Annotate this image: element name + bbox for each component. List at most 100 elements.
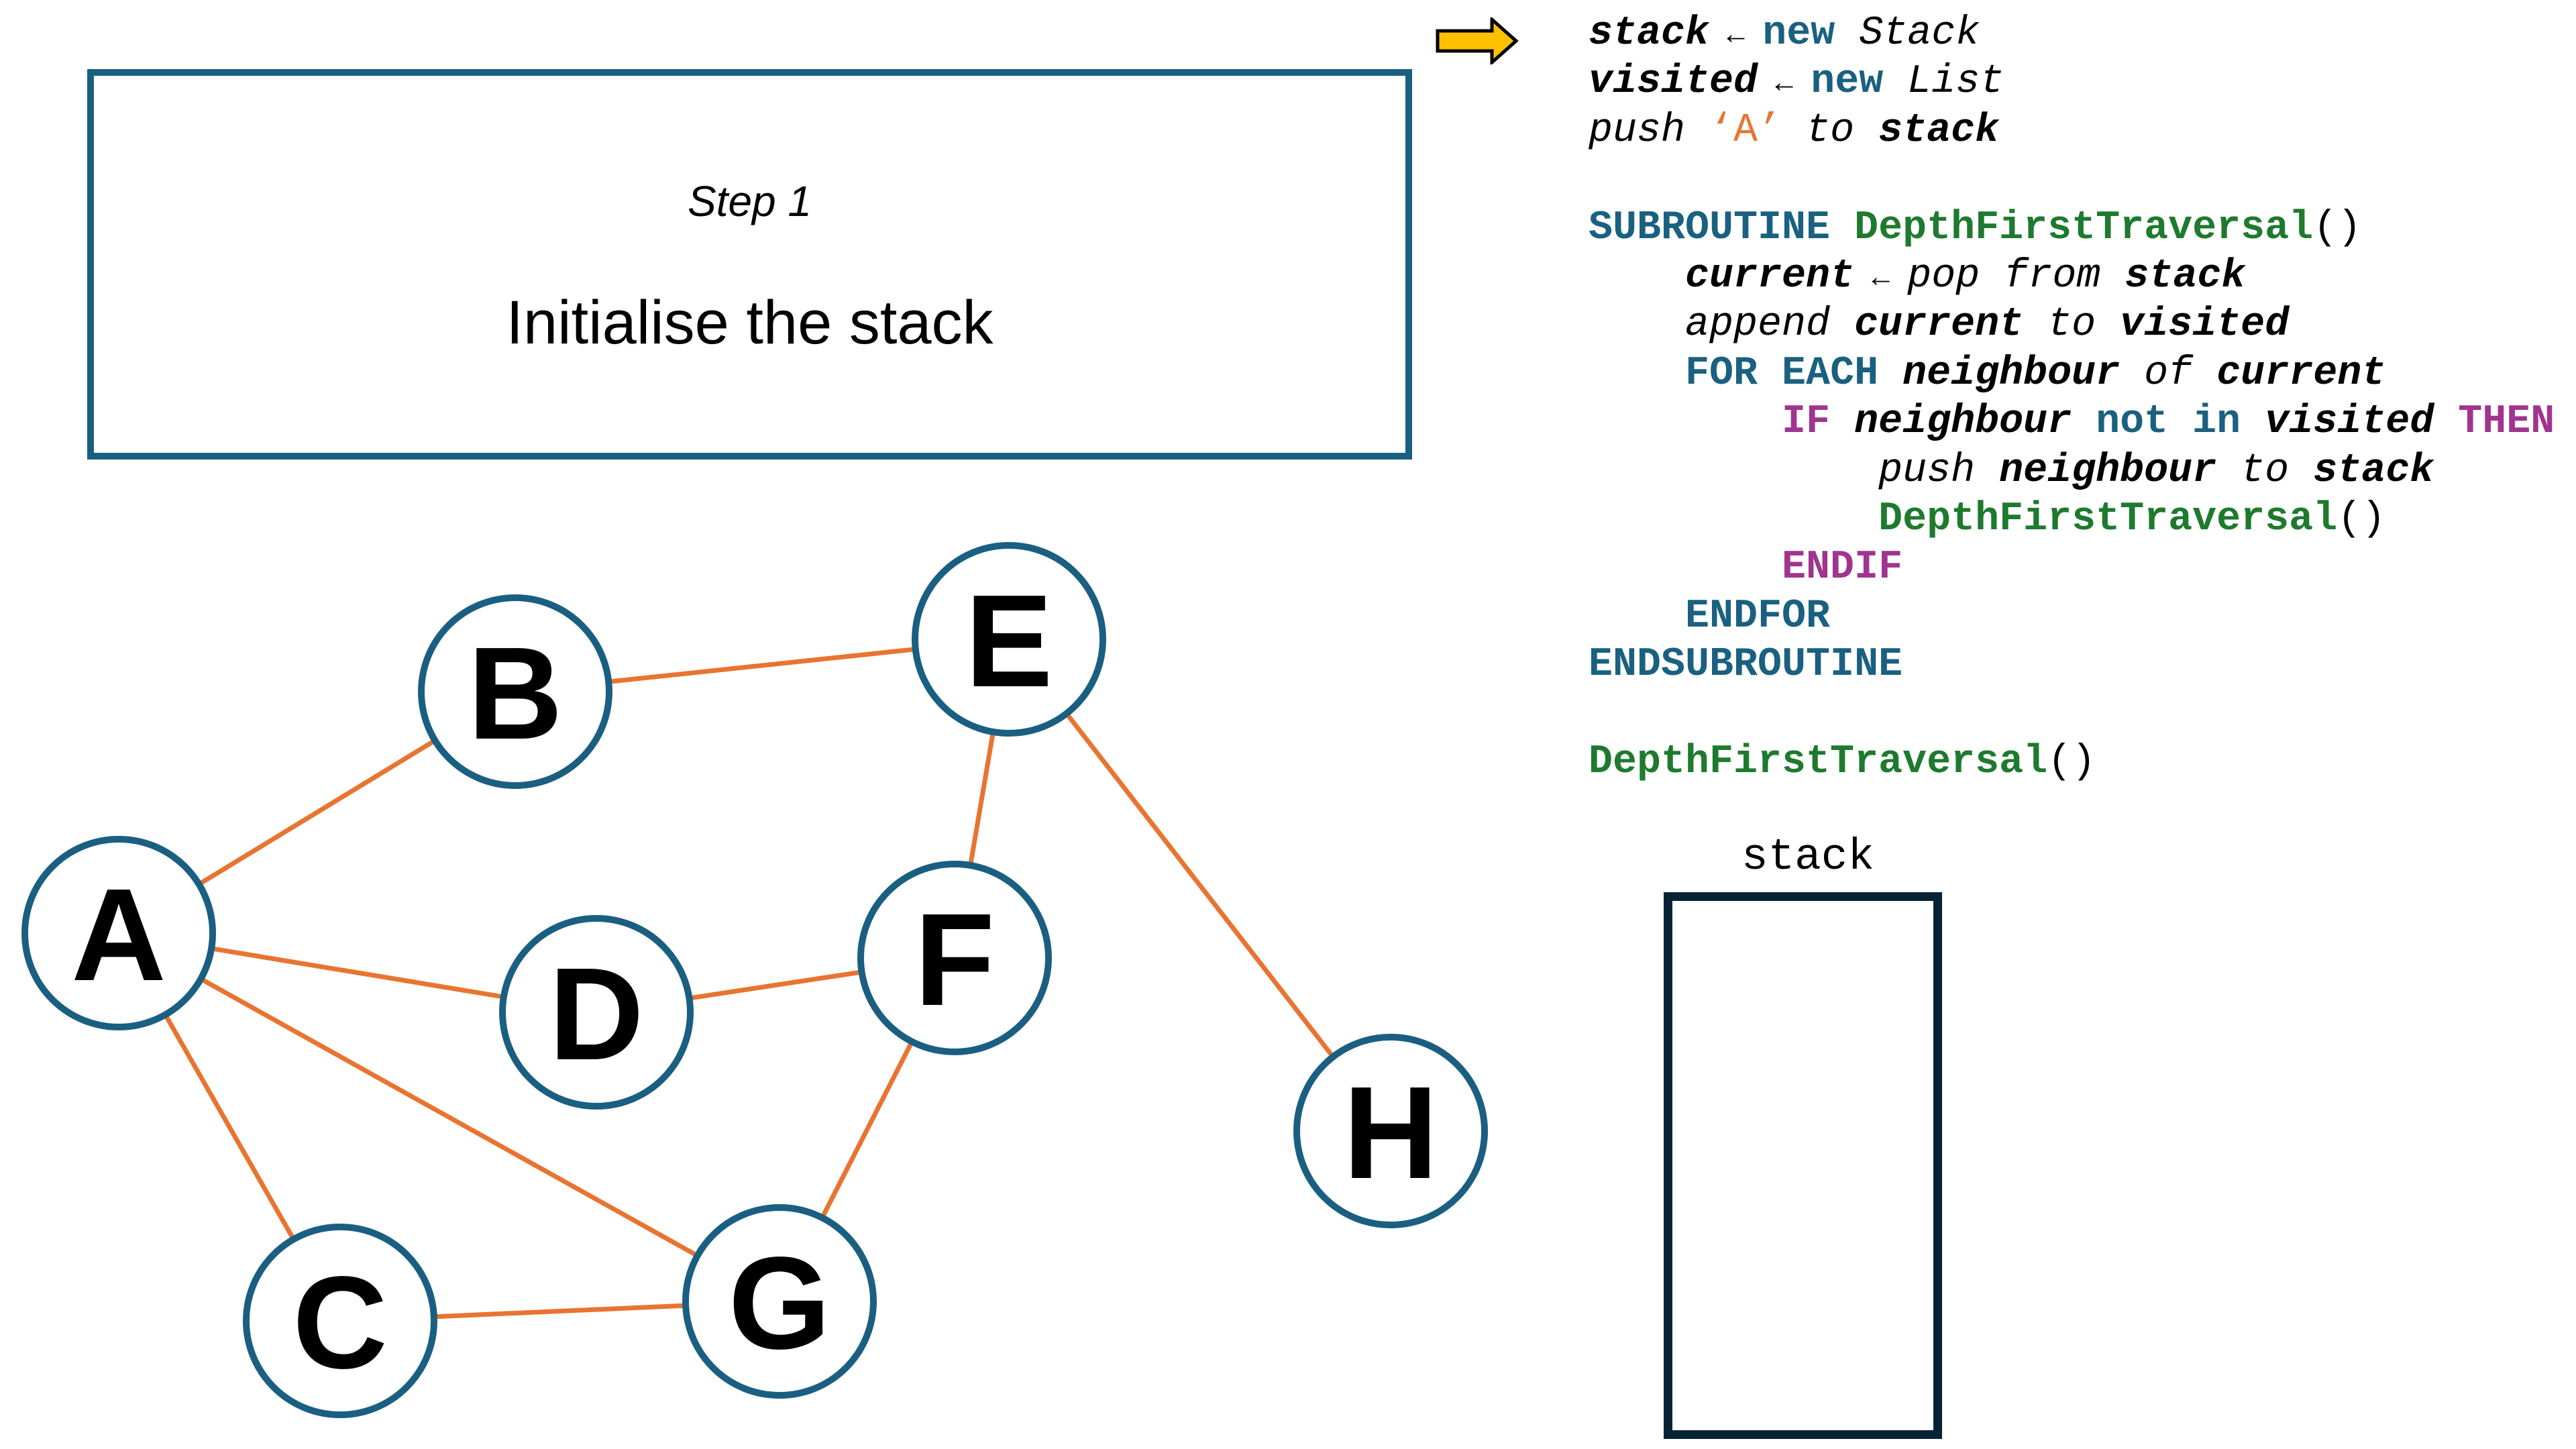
step-number: Step 1 [687,177,812,225]
code-token-ctl: THEN [2458,399,2555,445]
code-token-fn: DepthFirstTraversal [1589,739,2048,785]
node-H: H [1293,1034,1488,1228]
edge-A-G [117,930,781,1304]
code-token-plain [2072,399,2096,445]
code-token-fn: DepthFirstTraversal [1854,205,2314,251]
code-token-plain: () [2047,739,2096,785]
code-token-txt: push [1878,447,2000,494]
code-token-kw: SUBROUTINE [1589,205,1831,251]
code-line: SUBROUTINE DepthFirstTraversal() [1589,204,2555,252]
graph-diagram: A B C D E F G H [21,542,1488,1418]
node-circle [1293,1034,1488,1228]
stack-label: stack [1741,832,1875,882]
code-token-plain: () [2337,496,2386,542]
code-token-plain [2241,399,2265,445]
code-token-op: ← [1758,68,1811,102]
code-token-var: neighbour [1854,399,2072,445]
code-token-var: visited [2120,302,2290,348]
code-token-txt: push [1589,107,1710,154]
code-token-txt: to [2023,302,2121,348]
node-label: B [468,620,563,767]
stack-container [1664,892,1942,1439]
node-circle [418,594,612,789]
code-line: push ‘A’ to stack [1589,107,2555,155]
code-token-kw: new [1762,11,1835,56]
code-token-var: current [1854,302,2024,348]
step-description: Initialise the stack [506,288,994,357]
node-circle [21,836,216,1030]
code-line [1589,689,2555,737]
node-D: D [499,915,694,1110]
code-token-txt: of [2120,350,2217,396]
right-arrow-icon [1436,17,1519,64]
code-token-plain [1878,351,1902,396]
node-circle [682,1204,877,1399]
code-token-var: stack [2125,253,2246,299]
code-token-txt: to [2216,447,2314,494]
edge-E-H [1007,637,1393,1133]
code-token-var: stack [2313,447,2434,494]
code-token-kw: not in [2096,399,2241,445]
code-token-op: ← [1709,19,1763,53]
code-token-kw: ENDSUBROUTINE [1589,642,1903,688]
node-label: C [292,1249,388,1396]
code-token-fn: DepthFirstTraversal [1878,496,2338,542]
code-token-kw: FOR EACH [1685,350,1879,396]
code-token-plain [1830,205,1854,251]
node-circle [912,542,1106,737]
code-token-var: neighbour [1999,447,2217,494]
node-label: G [729,1230,830,1377]
code-line: ENDFOR [1589,592,2555,641]
code-line: ENDSUBROUTINE [1589,641,2555,689]
code-token-plain [1830,399,1854,445]
code-token-plain: () [2313,205,2362,251]
step-panel: Step 1 Initialise the stack [87,69,1412,460]
code-token-txt: append [1685,302,1855,348]
code-token-txt: List [1883,59,2004,105]
code-token-ctl: IF [1782,399,1831,445]
code-line: DepthFirstTraversal() [1589,738,2555,786]
node-circle [499,915,694,1110]
code-token-var: current [1685,253,1855,299]
node-C: C [243,1224,437,1418]
code-token-kw: ENDFOR [1685,593,1831,639]
node-label: E [965,568,1053,714]
graph-nodes: A B C D E F G H [21,542,1488,1418]
code-token-var: neighbour [1902,350,2121,396]
code-token-txt: to [1782,107,1879,154]
code-token-op: ← [1854,262,1908,296]
code-token-var: stack [1589,11,1710,56]
node-E: E [912,542,1106,737]
node-circle [857,861,1052,1055]
code-token-var: visited [2265,399,2434,445]
node-A: A [21,836,216,1030]
code-token-str: ‘A’ [1709,107,1782,154]
code-line: ENDIF [1589,543,2555,592]
code-line: append current to visited [1589,301,2555,349]
node-B: B [418,594,612,789]
node-label: D [549,941,644,1087]
code-line: stack ← new Stack [1589,9,2555,58]
node-circle [243,1224,437,1418]
code-token-ctl: ENDIF [1782,545,1903,591]
code-token-var: stack [1878,107,2000,154]
code-token-kw: new [1811,59,1884,105]
code-line: FOR EACH neighbour of current [1589,350,2555,398]
code-line: current ← pop from stack [1589,252,2555,301]
code-line: visited ← new List [1589,58,2555,106]
code-token-plain [2434,399,2458,445]
code-line: DepthFirstTraversal() [1589,495,2555,543]
code-line: IF neighbour not in visited THEN [1589,398,2555,446]
code-token-txt: pop from [1907,253,2125,299]
code-token-var: current [2216,350,2386,396]
code-line [1589,155,2555,203]
node-label: F [914,886,995,1033]
node-G: G [682,1204,877,1399]
code-token-txt: Stack [1835,11,1980,56]
node-F: F [857,861,1052,1055]
node-label: H [1343,1059,1438,1206]
code-token-var: visited [1589,59,1758,105]
node-label: A [71,861,166,1008]
code-line: push neighbour to stack [1589,447,2555,495]
